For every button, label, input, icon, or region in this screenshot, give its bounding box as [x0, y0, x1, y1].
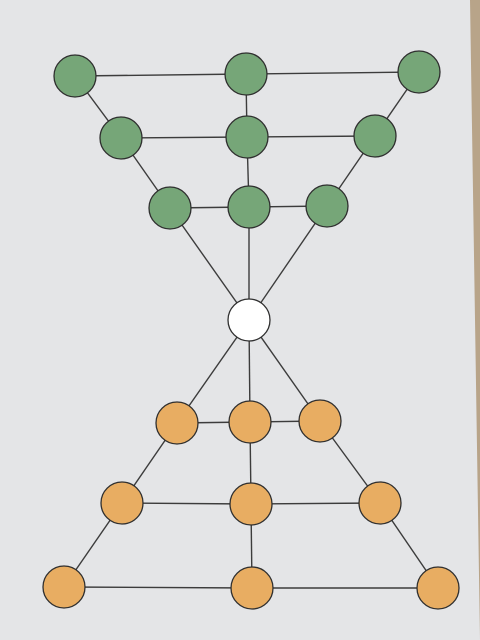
orange-piece-o7[interactable]	[42, 565, 86, 609]
green-piece-g4[interactable]	[99, 116, 143, 160]
board-line-g1-g2	[74, 73, 247, 77]
board-line-g7-c	[169, 207, 250, 321]
green-piece-g9[interactable]	[305, 184, 349, 228]
orange-piece-o8[interactable]	[230, 566, 274, 610]
green-piece-g3[interactable]	[397, 50, 441, 94]
empty-point-c[interactable]	[227, 298, 271, 342]
green-piece-g7[interactable]	[148, 186, 192, 230]
green-piece-g1[interactable]	[53, 54, 97, 98]
board-line-g2-g3	[245, 71, 420, 75]
orange-piece-o9[interactable]	[416, 566, 460, 610]
green-piece-g5[interactable]	[225, 115, 269, 159]
green-piece-g8[interactable]	[227, 185, 271, 229]
board-line-o7-o8	[63, 586, 253, 589]
orange-piece-o3[interactable]	[298, 399, 342, 443]
board-line-g9-c	[248, 205, 328, 321]
orange-piece-o2[interactable]	[228, 400, 272, 444]
orange-piece-o1[interactable]	[155, 401, 199, 445]
board-points	[42, 50, 460, 610]
orange-piece-o4[interactable]	[100, 481, 144, 525]
green-piece-g6[interactable]	[353, 114, 397, 158]
green-piece-g2[interactable]	[224, 52, 268, 96]
orange-piece-o5[interactable]	[229, 482, 273, 526]
orange-piece-o6[interactable]	[358, 481, 402, 525]
